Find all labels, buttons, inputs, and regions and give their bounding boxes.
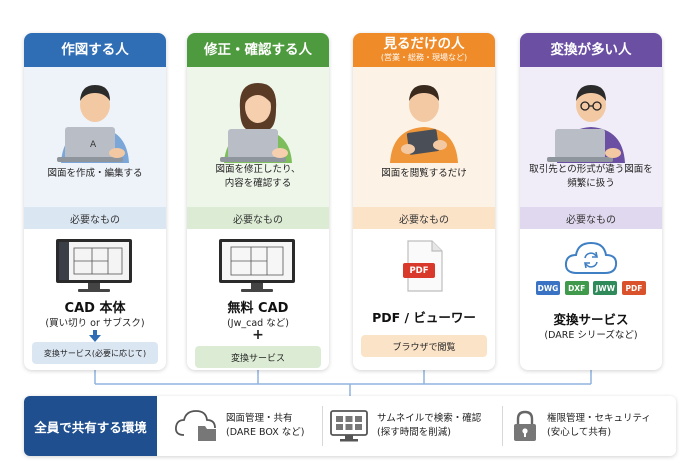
cloud-folder-icon bbox=[175, 410, 216, 441]
persona-title: 修正・確認する人 bbox=[187, 33, 329, 67]
feature-note: (安心して共有) bbox=[547, 427, 612, 438]
feature-note: (DARE BOX など) bbox=[226, 427, 305, 438]
needs-area: PDF PDF / ビューワー ブラウザで閲覧 bbox=[353, 229, 495, 370]
shared-environment-band: 全員で共有する環境 図面管理・共有 (DARE BOX など) bbox=[24, 396, 676, 456]
conversion-service-pill: 変換サービス(必要に応じて) bbox=[32, 342, 158, 364]
format-badge-pdf: PDF bbox=[621, 281, 646, 295]
lock-icon bbox=[514, 410, 536, 441]
needs-label: 必要なもの bbox=[520, 207, 662, 229]
persona-title-text: 変換が多い人 bbox=[550, 41, 632, 58]
conversion-service-pill: 変換サービス bbox=[195, 346, 321, 368]
persona-title: 作図する人 bbox=[24, 33, 166, 67]
needs-label: 必要なもの bbox=[187, 207, 329, 229]
needs-area: DWG DXF JWW PDF 変換サービス (DARE シリーズなど) bbox=[520, 229, 662, 370]
product-title: 無料 CAD bbox=[227, 301, 289, 316]
thumbnail-monitor-icon bbox=[330, 410, 368, 442]
description-line: 図面を閲覧するだけ bbox=[381, 168, 467, 179]
persona-title: 見るだけの人 (営業・総務・現場など) bbox=[353, 33, 495, 67]
persona-illustration-area: A 図面を作成・編集する bbox=[24, 67, 166, 207]
cad-monitor-icon bbox=[56, 239, 132, 292]
plus-sign: + bbox=[252, 327, 264, 343]
shared-environment-label: 全員で共有する環境 bbox=[24, 396, 157, 456]
feature-thumbnail-search: サムネイルで検索・確認 (探す時間を削減) bbox=[329, 396, 481, 456]
svg-text:A: A bbox=[90, 140, 97, 150]
persona-illustration-area: 取引先との形式が違う図面を 頻繁に扱う bbox=[520, 67, 662, 207]
format-badge-dwg: DWG bbox=[536, 281, 560, 295]
person-with-tablet-icon bbox=[390, 85, 458, 163]
description-line: 頻繁に扱う bbox=[567, 177, 615, 189]
person-with-laptop-icon: A bbox=[57, 85, 129, 163]
persona-card-converter: 変換が多い人 取引先との形式が違う図面を 頻繁に扱う 必要なもの bbox=[520, 33, 662, 370]
product-title: CAD 本体 bbox=[64, 301, 126, 316]
persona-description: 取引先との形式が違う図面を 頻繁に扱う bbox=[520, 163, 662, 191]
persona-illustration-area: 図面を閲覧するだけ bbox=[353, 67, 495, 207]
needs-area: 無料 CAD (Jw_cad など) + 変換サービス bbox=[187, 229, 329, 370]
persona-card-reviewer: 修正・確認する人 図面を修正したり、 内容を確認する 必要なもの bbox=[187, 33, 329, 370]
persona-title: 変換が多い人 bbox=[520, 33, 662, 67]
pdf-badge: PDF bbox=[409, 265, 429, 276]
description-line: 内容を確認する bbox=[224, 177, 292, 189]
product-subtitle: (買い切り or サブスク) bbox=[45, 318, 145, 329]
feature-title: 図面管理・共有 bbox=[226, 412, 293, 424]
arrow-down-icon bbox=[89, 330, 101, 342]
cloud-sync-icon bbox=[564, 241, 618, 274]
format-badges: DWG DXF JWW PDF bbox=[536, 281, 646, 295]
format-badge-jww: JWW bbox=[593, 281, 618, 295]
persona-card-viewer: 見るだけの人 (営業・総務・現場など) 図面を閲覧するだけ 必要なもの bbox=[353, 33, 495, 370]
product-subtitle: (DARE シリーズなど) bbox=[544, 330, 638, 341]
person-with-laptop-icon bbox=[220, 83, 292, 163]
feature-permissions: 権限管理・セキュリティ (安心して共有) bbox=[511, 396, 651, 456]
pdf-document-icon bbox=[403, 240, 443, 292]
persona-title-text: 見るだけの人 bbox=[383, 36, 465, 53]
persona-title-text: 作図する人 bbox=[61, 41, 129, 58]
persona-title-text: 修正・確認する人 bbox=[204, 41, 312, 58]
persona-description: 図面を閲覧するだけ bbox=[353, 167, 495, 181]
feature-title: 権限管理・セキュリティ bbox=[547, 412, 651, 424]
feature-title: サムネイルで検索・確認 bbox=[377, 412, 482, 424]
feature-note: (探す時間を削減) bbox=[377, 427, 451, 438]
needs-area: CAD 本体 (買い切り or サブスク) 変換サービス(必要に応じて) bbox=[24, 229, 166, 370]
persona-description: 図面を作成・編集する bbox=[24, 167, 166, 181]
persona-description: 図面を修正したり、 内容を確認する bbox=[187, 163, 329, 191]
browser-view-pill: ブラウザで閲覧 bbox=[361, 335, 487, 357]
persona-illustration-area: 図面を修正したり、 内容を確認する bbox=[187, 67, 329, 207]
description-line: 図面を作成・編集する bbox=[47, 168, 143, 179]
product-title: PDF / ビューワー bbox=[372, 310, 476, 325]
divider bbox=[322, 406, 323, 446]
monitor-blueprint-icon bbox=[219, 239, 295, 292]
format-badge-dxf: DXF bbox=[564, 281, 589, 295]
needs-label: 必要なもの bbox=[353, 207, 495, 229]
persona-card-drafter: 作図する人 A 図面を作成・編集する 必要なもの bbox=[24, 33, 166, 370]
person-with-laptop-icon bbox=[547, 85, 625, 163]
persona-subtitle: (営業・総務・現場など) bbox=[380, 53, 468, 63]
description-line: 図面を修正したり、 bbox=[215, 164, 301, 175]
divider bbox=[502, 406, 503, 446]
needs-label: 必要なもの bbox=[24, 207, 166, 229]
description-line: 取引先との形式が違う図面を bbox=[529, 164, 653, 175]
product-subtitle: (Jw_cad など) bbox=[227, 318, 289, 329]
product-title: 変換サービス bbox=[553, 312, 629, 327]
feature-drawing-management: 図面管理・共有 (DARE BOX など) bbox=[174, 396, 304, 456]
